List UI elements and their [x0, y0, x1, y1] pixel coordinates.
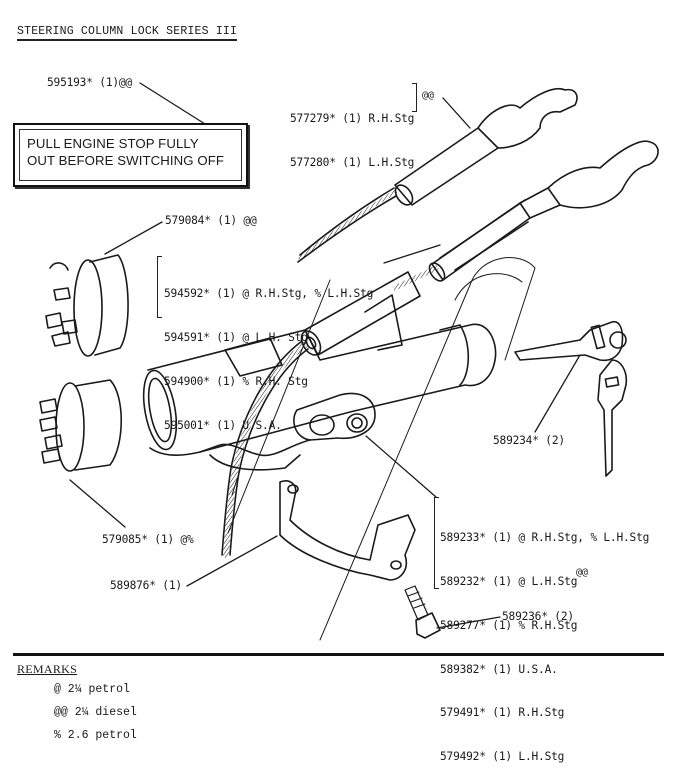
callout-595193: 595193* (1)@@	[47, 76, 132, 89]
leader-589233	[365, 435, 437, 498]
leader-589236	[436, 616, 501, 629]
main-stalk-lever	[392, 140, 659, 291]
clamp-bracket	[279, 480, 416, 581]
callout-row: 577279* (1) R.H.Stg	[290, 112, 415, 126]
callout-row: 594900* (1) % R.H. Stg	[164, 374, 308, 388]
flexible-cable	[221, 340, 309, 558]
lock-housing	[142, 294, 497, 471]
callout-589876: 589876* (1)	[110, 579, 182, 592]
callout-589236: 589236* (2)	[502, 610, 574, 623]
section-divider	[13, 653, 664, 656]
page-title: STEERING COLUMN LOCK SERIES III	[17, 25, 238, 41]
callout-row: 589277* (1) % R.H.Stg	[440, 618, 578, 632]
ignition-switch-upper	[45, 254, 129, 357]
warning-label-box: PULL ENGINE STOP FULLY OUT BEFORE SWITCH…	[13, 123, 248, 187]
bracket-594	[157, 256, 162, 318]
leader-595193	[139, 82, 206, 125]
leader-lines	[69, 82, 581, 629]
callout-row: 579492* (1) L.H.Stg	[440, 750, 565, 764]
callout-group-577: 577279* (1) R.H.Stg 577280* (1) L.H.Stg	[290, 83, 414, 185]
leader-579084	[104, 221, 163, 255]
leader-589234	[534, 354, 581, 433]
callout-group-594: 594592* (1) @ R.H.Stg, % L.H.Stg 594591*…	[164, 258, 373, 448]
ignition-keys	[514, 321, 628, 477]
leader-589876	[186, 535, 278, 587]
remarks-heading: REMARKS	[17, 662, 78, 676]
callout-row: 577280* (1) L.H.Stg	[290, 155, 415, 169]
leader-594592	[383, 244, 441, 264]
remark-item: % 2.6 petrol	[54, 729, 137, 742]
remark-item: @ 2¼ petrol	[54, 683, 130, 696]
callout-577-suffix: @@	[422, 90, 434, 101]
warning-line-2: OUT BEFORE SWITCHING OFF	[27, 153, 225, 168]
callout-row: 589232* (1) @ L.H.Stg	[440, 574, 578, 588]
callout-579084: 579084* (1) @@	[165, 214, 257, 227]
shear-bolt	[404, 585, 441, 639]
diesel-stalk-lever	[297, 88, 578, 263]
callout-row: 594591* (1) @ L.H. Stg	[164, 330, 308, 344]
leader-579085	[69, 479, 126, 528]
bracket-577	[412, 83, 417, 112]
callout-row: 589382* (1) U.S.A.	[440, 662, 558, 676]
callout-row: 595001* (1) U.S.A.	[164, 418, 282, 432]
callout-group-589: 589233* (1) @ R.H.Stg, % L.H.Stg 589232*…	[440, 502, 649, 779]
ignition-switch-lower	[39, 379, 123, 472]
remark-item: @@ 2¼ diesel	[54, 706, 137, 719]
callout-579085: 579085* (1) @%	[102, 533, 194, 546]
callout-row: 594592* (1) @ R.H.Stg, % L.H.Stg	[164, 287, 374, 301]
warning-line-1: PULL ENGINE STOP FULLY	[27, 136, 199, 151]
leader-577279	[442, 97, 471, 129]
callout-589-suffix: @@	[576, 567, 588, 578]
bracket-589	[434, 497, 439, 589]
callout-row: 589233* (1) @ R.H.Stg, % L.H.Stg	[440, 531, 650, 545]
callout-row: 579491* (1) R.H.Stg	[440, 706, 565, 720]
callout-589234: 589234* (2)	[493, 434, 565, 447]
